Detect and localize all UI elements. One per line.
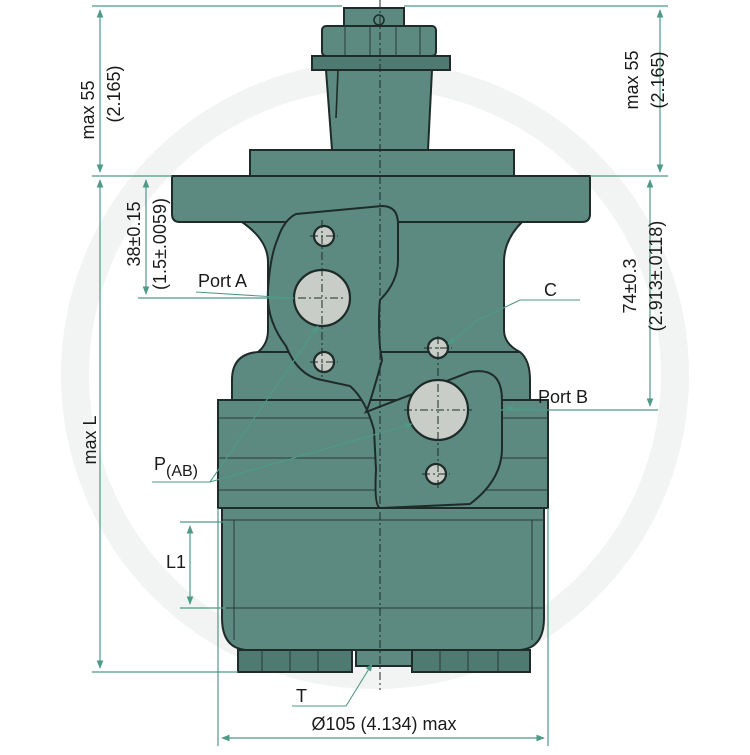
label-l1: L1 xyxy=(166,552,186,572)
label-74: 74±0.3 xyxy=(620,259,640,314)
motor-body xyxy=(171,0,591,690)
dimensions xyxy=(92,5,668,746)
label-port-a: Port A xyxy=(198,271,247,291)
label-38-in: (1.5±.0059) xyxy=(150,198,170,290)
label-74-in: (2.913±.0118) xyxy=(646,221,666,332)
labels: max 55 (2.165) max 55 (2.165) 38±0.15 (1… xyxy=(78,50,668,734)
label-c: C xyxy=(544,280,557,300)
housing-lower xyxy=(221,507,545,651)
label-t: T xyxy=(296,686,307,706)
label-port-b: Port B xyxy=(538,387,588,407)
label-diameter: Ø105 (4.134) max xyxy=(311,714,456,734)
label-max55-left: max 55 xyxy=(78,80,98,139)
mounting-collar xyxy=(249,149,515,177)
shaft xyxy=(324,69,434,151)
leader-port-a xyxy=(195,291,293,299)
label-max55-left-in: (2.165) xyxy=(104,65,124,122)
leader-p-ab-2 xyxy=(209,422,413,483)
label-p: P xyxy=(154,454,166,474)
bottom-bolts xyxy=(237,649,531,673)
label-p-sub: (AB) xyxy=(166,463,198,480)
flange xyxy=(171,175,591,223)
leader-c xyxy=(447,299,521,345)
label-max55-right: max 55 xyxy=(622,50,642,109)
label-38: 38±0.15 xyxy=(124,202,144,267)
washer xyxy=(311,55,451,71)
label-max55-right-in: (2.165) xyxy=(648,51,668,108)
leader-t xyxy=(292,663,373,707)
shaft-nut xyxy=(321,25,437,57)
label-max-l: max L xyxy=(80,415,100,464)
